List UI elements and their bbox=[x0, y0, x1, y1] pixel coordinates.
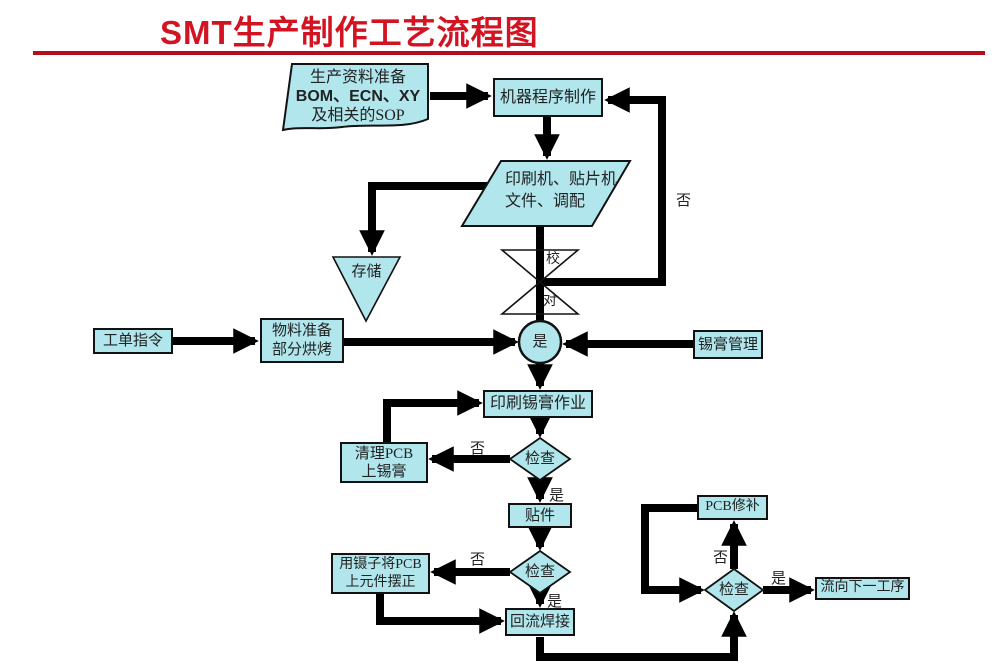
check2-diamond bbox=[508, 549, 572, 595]
label-yes-check3: 是 bbox=[771, 571, 787, 587]
arrow-files-to-storage bbox=[359, 182, 487, 256]
node-tweezer-fix: 用镊子将PCB 上元件摆正 bbox=[331, 553, 430, 594]
page-title: SMT生产制作工艺流程图 bbox=[160, 14, 539, 51]
node-pcb-repair: PCB修补 bbox=[697, 495, 768, 520]
label-no-check3: 否 bbox=[713, 550, 729, 566]
node-machine-program-label: 机器程序制作 bbox=[499, 88, 596, 106]
node-tweezer-line2: 上元件摆正 bbox=[345, 574, 416, 590]
node-pcb-repair-label: PCB修补 bbox=[705, 499, 760, 515]
node-material-line1: 物料准备 bbox=[271, 322, 332, 339]
node-solder-management-label: 锡膏管理 bbox=[697, 336, 758, 353]
node-machine-program: 机器程序制作 bbox=[493, 78, 603, 117]
arrow-repair-to-check3 bbox=[641, 504, 705, 603]
proofread-hourglass-top bbox=[499, 249, 581, 284]
node-print-solder: 印刷锡膏作业 bbox=[483, 390, 593, 418]
label-proof-bottom: 对 bbox=[543, 294, 557, 309]
node-clean-line1: 清理PCB bbox=[354, 445, 414, 462]
node-reflow-solder: 回流焊接 bbox=[505, 608, 575, 636]
document-shape bbox=[281, 63, 429, 132]
node-clean-line2: 上锡膏 bbox=[361, 463, 407, 480]
files-parallelogram bbox=[460, 160, 632, 227]
label-no-check1: 否 bbox=[470, 441, 486, 457]
label-proof-top: 校 bbox=[546, 252, 560, 267]
label-no-program: 否 bbox=[676, 193, 692, 209]
check1-diamond bbox=[508, 436, 572, 482]
check3-diamond bbox=[703, 567, 765, 613]
storage-triangle bbox=[331, 256, 402, 323]
label-yes-check1: 是 bbox=[549, 488, 565, 504]
label-no-check2: 否 bbox=[470, 552, 486, 568]
proofread-hourglass-bottom bbox=[499, 280, 581, 315]
node-next-process-label: 流向下一工序 bbox=[820, 580, 905, 596]
arrow-tweezer-to-reflow bbox=[376, 593, 505, 634]
node-next-process: 流向下一工序 bbox=[815, 577, 910, 600]
node-print-solder-label: 印刷锡膏作业 bbox=[489, 395, 586, 413]
node-reflow-solder-label: 回流焊接 bbox=[509, 614, 570, 630]
label-yes-check2: 是 bbox=[547, 594, 563, 610]
arrow-reflow-to-check3 bbox=[536, 611, 747, 661]
arrow-no-loop-to-machine bbox=[540, 87, 666, 286]
node-tweezer-line1: 用镊子将PCB bbox=[339, 556, 422, 572]
yes-circle-shape bbox=[517, 319, 563, 365]
node-work-order-label: 工单指令 bbox=[102, 333, 163, 349]
arrow-clean-to-print bbox=[383, 390, 483, 442]
node-placement-label: 贴件 bbox=[524, 507, 555, 524]
node-material-prep: 物料准备 部分烘烤 bbox=[260, 318, 344, 363]
node-material-line2: 部分烘烤 bbox=[271, 341, 332, 358]
node-solder-management: 锡膏管理 bbox=[693, 330, 763, 359]
node-work-order: 工单指令 bbox=[93, 328, 173, 354]
title-underline bbox=[33, 51, 985, 55]
node-placement: 贴件 bbox=[508, 503, 572, 528]
node-clean-pcb: 清理PCB 上锡膏 bbox=[340, 442, 428, 483]
